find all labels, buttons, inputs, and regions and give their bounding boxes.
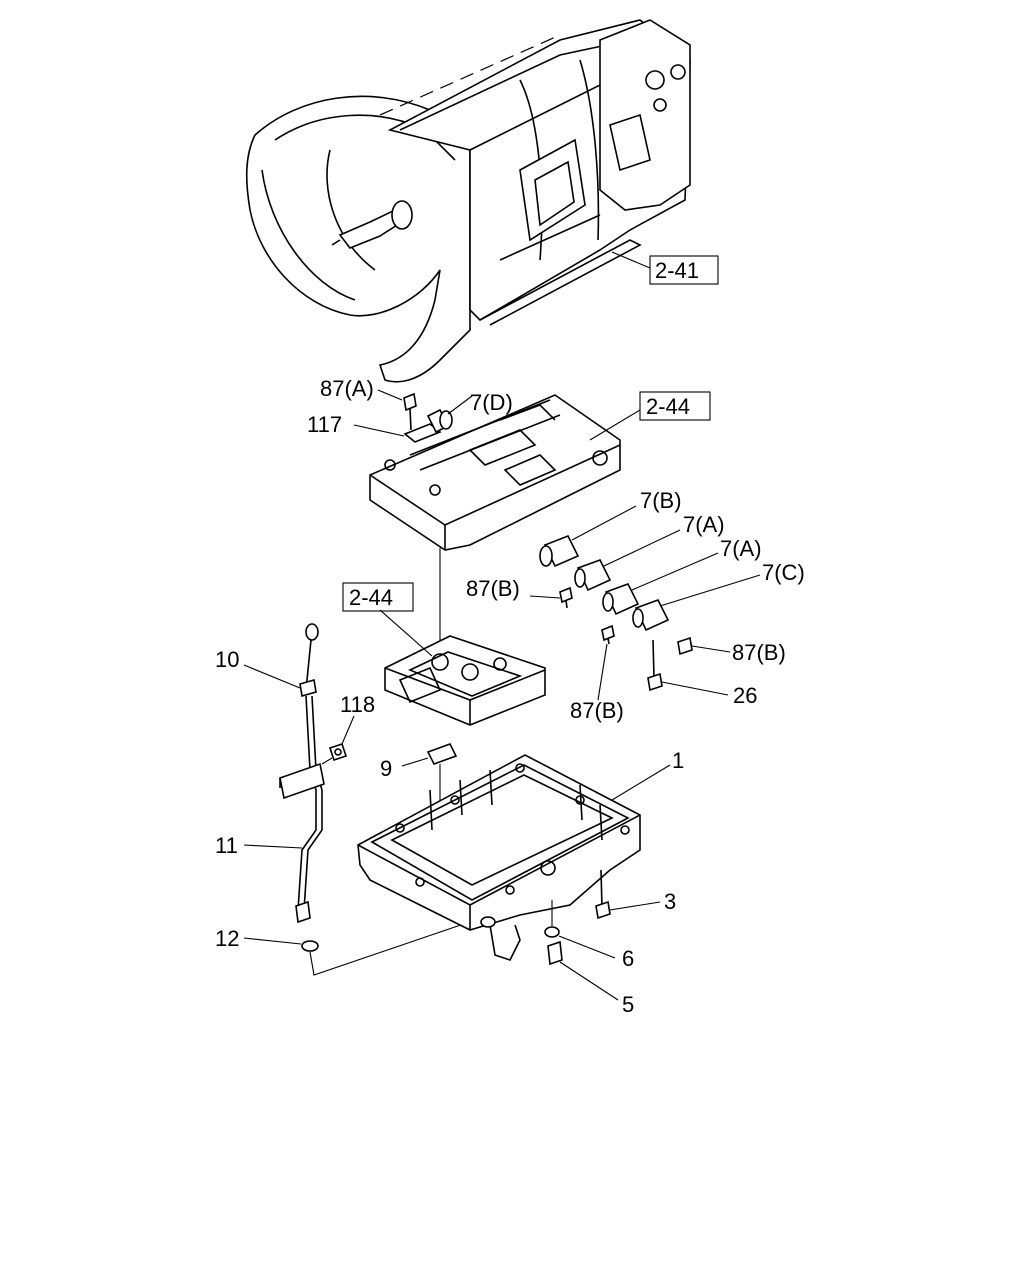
bolt-87b-2 — [601, 624, 615, 645]
solenoid-7d — [426, 408, 453, 434]
solenoid-7a-2 — [602, 583, 640, 616]
nut-118 — [328, 742, 348, 762]
label-87b-2: 87(B) — [570, 698, 624, 723]
bolt-3 — [595, 869, 611, 920]
magnet-9 — [426, 743, 458, 765]
label-87b-3: 87(B) — [732, 640, 786, 665]
label-87a: 87(A) — [320, 376, 374, 401]
label-7b: 7(B) — [640, 488, 682, 513]
label-7a-1: 7(A) — [683, 512, 725, 537]
solenoid-7b — [539, 534, 580, 568]
label-7c: 7(C) — [762, 560, 805, 585]
oil-pan-1 — [357, 754, 641, 961]
washer-12 — [301, 940, 319, 952]
label-117: 117 — [307, 412, 342, 437]
label-9: 9 — [380, 756, 392, 781]
washer-6 — [544, 926, 560, 938]
label-26: 26 — [733, 683, 757, 708]
solenoid-7a-1 — [574, 559, 612, 592]
drain-plug-5 — [547, 940, 563, 966]
label-11: 11 — [215, 833, 238, 858]
valve-body — [369, 394, 621, 551]
solenoid-7c — [632, 599, 670, 632]
ref-2-41: 2-41 — [655, 258, 699, 283]
filler-tube-11 — [279, 695, 325, 924]
oil-strainer — [384, 635, 546, 726]
bolt-26 — [647, 639, 663, 692]
label-1: 1 — [672, 748, 684, 773]
ref-2-44-top: 2-44 — [646, 394, 690, 419]
ref-2-44-left: 2-44 — [349, 585, 393, 610]
label-3: 3 — [664, 889, 676, 914]
label-5: 5 — [622, 992, 634, 1017]
label-6: 6 — [622, 946, 634, 971]
label-118: 118 — [340, 692, 375, 717]
bolt-87b-3 — [677, 636, 693, 656]
bolt-87a — [403, 392, 417, 431]
dipstick-10 — [299, 623, 319, 698]
label-7d: 7(D) — [470, 390, 513, 415]
label-10: 10 — [215, 647, 239, 672]
label-12: 12 — [215, 926, 239, 951]
label-7a-2: 7(A) — [720, 536, 762, 561]
clip-117 — [403, 423, 442, 443]
transmission-assembly — [245, 19, 691, 383]
label-87b-1: 87(B) — [466, 576, 520, 601]
bolt-87b-1 — [559, 586, 573, 609]
